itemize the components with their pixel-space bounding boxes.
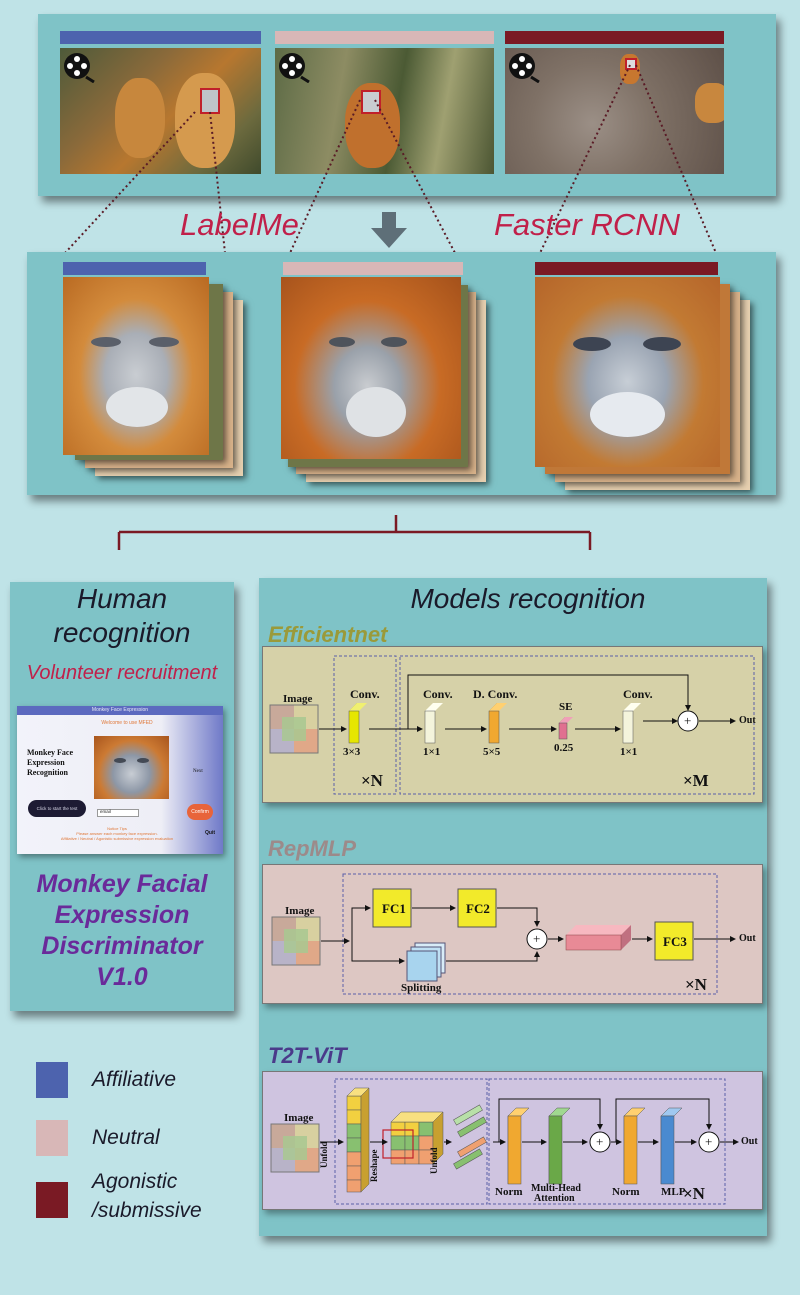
affiliative-bar	[63, 262, 206, 275]
rep-fc3-label: FC3	[663, 934, 687, 949]
t2t-vit-title: T2T-ViT	[268, 1043, 347, 1068]
eff-out-label: Out	[739, 715, 756, 726]
video-frame-agonistic	[505, 48, 724, 174]
t2t-plus1-label: +	[596, 1134, 604, 1149]
eff-conv1-label: Conv.	[350, 687, 380, 701]
volunteer-recruitment-label: Volunteer recruitment	[26, 662, 218, 684]
neutral-bar	[283, 262, 463, 275]
app-quit-button[interactable]: Quit	[205, 830, 215, 836]
eff-conv3-label: Conv.	[623, 687, 653, 701]
t2t-xn-label: ×N	[683, 1184, 705, 1203]
efficientnet-svg	[269, 655, 755, 795]
rep-fc1-label: FC1	[382, 901, 406, 916]
app-email-input[interactable]: email	[97, 809, 139, 817]
t2t-plus2-label: +	[705, 1134, 713, 1149]
t2t-unfold2-label: Unfold	[429, 1147, 439, 1174]
t2t-out-label: Out	[741, 1136, 758, 1147]
t2t-mha2-label: Attention	[534, 1193, 575, 1204]
face-crop-affiliative	[63, 277, 209, 455]
eff-xm-label: ×M	[683, 771, 709, 790]
product-version: V1.0	[96, 963, 148, 991]
eff-se-label: SE	[559, 701, 573, 713]
face-crop-neutral	[281, 277, 461, 459]
eff-image-label: Image	[283, 693, 313, 705]
rep-out-label: Out	[739, 933, 756, 944]
rep-plus-label: +	[533, 931, 541, 946]
eff-plus-label: +	[684, 713, 692, 728]
models-title: Models recognition	[410, 583, 646, 614]
eff-k4-label: 0.25	[554, 742, 574, 754]
repmlp-diagram: Image FC1 FC2 FC3 Splitting + Out ×N	[262, 864, 763, 1004]
t2t-vit-svg	[270, 1078, 739, 1205]
rep-image-label: Image	[285, 905, 315, 917]
eff-k1-label: 3×3	[343, 746, 361, 758]
rep-xn-label: ×N	[685, 975, 707, 994]
repmlp-title: RepMLP	[268, 836, 356, 861]
connector-lines	[64, 64, 717, 254]
t2t-image-label: Image	[284, 1112, 314, 1124]
legend-agonistic-swatch	[36, 1182, 68, 1218]
branch-bracket	[117, 515, 592, 550]
app-start-button[interactable]: Click to start the test	[28, 800, 86, 817]
t2t-norm2-label: Norm	[612, 1186, 640, 1198]
agonistic-bar	[535, 262, 718, 275]
product-name-line2: Expression	[54, 901, 190, 929]
human-title-line2: recognition	[53, 617, 191, 648]
eff-k3-label: 5×5	[483, 746, 501, 758]
app-title-bar	[17, 706, 223, 715]
eff-xn-label: ×N	[361, 771, 383, 790]
legend-neutral-label: Neutral	[92, 1126, 160, 1149]
affiliative-bar	[60, 31, 261, 44]
product-name-line3: Discriminator	[41, 932, 203, 960]
rep-fc2-label: FC2	[466, 901, 490, 916]
app-next-label[interactable]: Next	[193, 769, 203, 774]
neutral-bar	[275, 31, 494, 44]
t2t-norm1-label: Norm	[495, 1186, 523, 1198]
legend-agonistic-label: Agonistic	[92, 1170, 178, 1193]
eff-dconv-label: D. Conv.	[473, 687, 518, 701]
human-title-line1: Human	[76, 583, 168, 614]
legend-affiliative-label: Affiliative	[92, 1068, 177, 1091]
t2t-vit-diagram: Image Unfold Reshape Unfold Norm Multi-H…	[262, 1071, 763, 1210]
film-reel-icon	[279, 53, 310, 83]
video-frame-neutral	[275, 48, 494, 174]
video-frame-affiliative	[60, 48, 261, 174]
app-email-label: email	[100, 809, 111, 814]
app-footer-3: Affiliative / Neutral / Agonistic submis…	[60, 836, 174, 841]
efficientnet-title: Efficientnet	[268, 622, 388, 647]
repmlp-svg	[271, 873, 736, 995]
faster-rcnn-label: Faster RCNN	[494, 207, 681, 242]
app-monkey-photo	[94, 736, 169, 799]
t2t-reshape-label: Reshape	[369, 1149, 379, 1182]
eff-conv2-label: Conv.	[423, 687, 453, 701]
labelme-label: LabelMe	[180, 207, 299, 242]
efficientnet-diagram: Image Conv. 3×3 Conv. 1×1 D. Conv. 5×5 S…	[262, 646, 763, 803]
app-footer-2: Please answer each monkey face expressio…	[76, 831, 158, 836]
rep-splitting-label: Splitting	[401, 982, 442, 994]
t2t-mha1-label: Multi-Head	[531, 1183, 581, 1194]
app-screenshot: Monkey Face Expression Welcome to use MF…	[17, 706, 223, 854]
eff-k5-label: 1×1	[620, 746, 638, 758]
down-arrow-icon	[371, 212, 407, 248]
film-reel-icon	[509, 53, 540, 83]
agonistic-bar	[505, 31, 724, 44]
legend-submissive-label: /submissive	[92, 1199, 202, 1222]
film-reel-icon	[64, 53, 95, 83]
legend-affiliative-swatch	[36, 1062, 68, 1098]
product-name-line1: Monkey Facial	[36, 870, 208, 898]
eff-k2-label: 1×1	[423, 746, 441, 758]
app-heading: Monkey Face Expression Recognition	[27, 748, 73, 777]
legend-neutral-swatch	[36, 1120, 68, 1156]
app-footer-1: Notice Tips	[107, 826, 127, 831]
t2t-unfold1-label: Unfold	[319, 1141, 329, 1168]
face-crop-agonistic	[535, 277, 720, 467]
app-confirm-button[interactable]: Confirm	[187, 804, 213, 820]
app-top-text: Welcome to use MFED	[101, 720, 153, 726]
app-window-title: Monkey Face Expression	[91, 707, 149, 713]
t2t-mlp-label: MLP	[661, 1186, 686, 1198]
